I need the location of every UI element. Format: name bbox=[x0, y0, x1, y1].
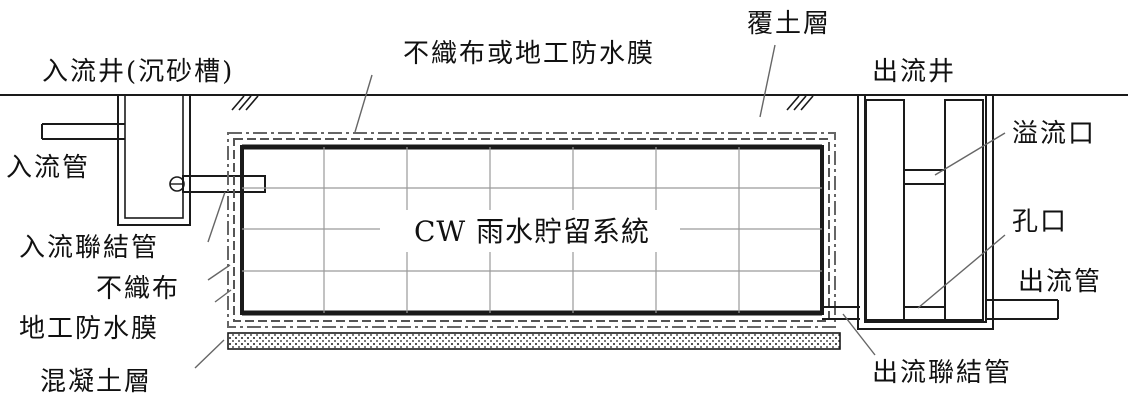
leader-orifice bbox=[917, 234, 1006, 309]
geotextile-membrane-label: 不織布或地工防水膜 bbox=[403, 39, 655, 69]
cover-soil-label: 覆土層 bbox=[747, 9, 831, 39]
leader-geomembrane bbox=[214, 289, 232, 303]
system-name-label: CW 雨水貯留系統 bbox=[414, 215, 650, 248]
leader-inflow-connector bbox=[207, 191, 226, 243]
leader-cover-soil bbox=[759, 44, 776, 118]
inflow-pipe bbox=[41, 123, 125, 140]
outflow-connector-label: 出流聯結管 bbox=[872, 358, 1012, 388]
leader-overflow bbox=[934, 132, 1006, 176]
orifice-label: 孔口 bbox=[1012, 207, 1068, 237]
leader-nonwoven bbox=[207, 264, 231, 281]
inflow-well-label: 入流井(沉砂槽) bbox=[42, 57, 234, 87]
inflow-well bbox=[117, 94, 191, 226]
outflow-pipe bbox=[986, 299, 1059, 320]
ground-hatch-right bbox=[786, 95, 814, 111]
ground-hatch-left bbox=[231, 95, 259, 111]
outflow-connector-pipe bbox=[822, 306, 860, 320]
inflow-connector-pipe bbox=[169, 175, 266, 193]
outflow-pipe-label: 出流管 bbox=[1018, 267, 1102, 297]
outflow-well-label: 出流井 bbox=[872, 57, 956, 87]
inflow-connector-label: 入流聯結管 bbox=[19, 233, 159, 263]
nonwoven-label: 不織布 bbox=[96, 274, 180, 304]
concrete-layer bbox=[227, 332, 841, 350]
geomembrane-outline bbox=[227, 132, 836, 328]
concrete-layer-label: 混凝土層 bbox=[40, 367, 152, 397]
overflow-outlet-label: 溢流口 bbox=[1012, 119, 1096, 149]
outflow-well bbox=[857, 94, 994, 330]
inflow-pipe-label: 入流管 bbox=[6, 153, 90, 183]
nonwoven-outline bbox=[233, 138, 830, 322]
leader-concrete bbox=[194, 339, 225, 369]
leader-geotextile bbox=[354, 74, 373, 133]
geomembrane-label: 地工防水膜 bbox=[19, 314, 159, 344]
leader-outflow-connector bbox=[842, 313, 876, 356]
leader-lines bbox=[194, 44, 1006, 369]
storage-module-grid bbox=[240, 144, 824, 316]
